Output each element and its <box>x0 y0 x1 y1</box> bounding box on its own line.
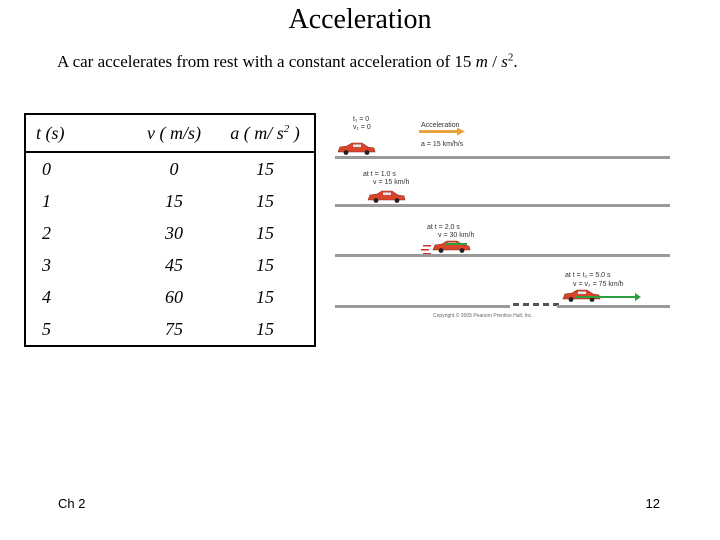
problem-period: . <box>513 52 518 71</box>
cell-acceleration: 15 <box>256 190 274 211</box>
page-number: 12 <box>645 496 660 511</box>
car-row3 <box>432 240 471 254</box>
cell-acceleration: 15 <box>256 286 274 307</box>
chapter-label: Ch 2 <box>58 496 86 511</box>
header-time: t (s) <box>25 114 132 153</box>
speed-lines-row3 <box>421 245 431 255</box>
road-row4-right <box>557 305 670 308</box>
cell-time: 2 <box>42 222 51 243</box>
row1-time-label: t₁ = 0 <box>353 116 369 123</box>
cell-time: 5 <box>42 318 51 339</box>
table-row: 2 30 15 <box>25 217 315 249</box>
row2-time-label: at t = 1.0 s <box>363 171 396 178</box>
header-acceleration-exponent: 2 <box>283 122 290 135</box>
row2-velocity-label: v = 15 km/h <box>373 179 409 186</box>
car-row1 <box>337 142 376 156</box>
problem-text: A car accelerates from rest with a const… <box>57 52 476 71</box>
row4-velocity-label: v = v₂ = 75 km/h <box>573 281 624 288</box>
table-header-row: t (s) v ( m/s) a ( m/ s2 ) <box>25 114 315 153</box>
kinematics-table: t (s) v ( m/s) a ( m/ s2 ) 0 0 15 1 15 1… <box>24 113 316 347</box>
acceleration-arrow-head <box>457 127 465 136</box>
unit-m: m <box>475 52 488 71</box>
car-row2 <box>367 190 406 204</box>
unit-separator: / <box>487 52 502 71</box>
table-row: 3 45 15 <box>25 249 315 281</box>
car-acceleration-figure: t₁ = 0 v₁ = 0 Acceleration a = 15 km/h/s… <box>335 112 670 322</box>
row3-time-label: at t = 2.0 s <box>427 224 460 231</box>
table-row: 5 75 15 <box>25 313 315 346</box>
road-row4-left <box>335 305 510 308</box>
road-row1 <box>335 156 670 159</box>
cell-time: 4 <box>42 286 51 307</box>
copyright-text: Copyright © 2005 Pearson Prentice Hall, … <box>433 312 533 319</box>
row1-velocity-label: v₁ = 0 <box>353 124 371 131</box>
cell-velocity: 45 <box>165 254 183 275</box>
header-velocity: v ( m/s) <box>132 114 216 153</box>
cell-time: 3 <box>42 254 51 275</box>
slide-title: Acceleration <box>288 4 432 35</box>
acceleration-arrow-shaft <box>419 130 457 133</box>
row3-velocity-label: v = 30 km/h <box>438 232 474 239</box>
acceleration-value: a = 15 km/h/s <box>421 141 464 148</box>
header-acceleration: a ( m/ s2 ) <box>216 114 315 153</box>
header-acceleration-text: a ( m/ s <box>230 122 284 143</box>
problem-statement: A car accelerates from rest with a const… <box>57 52 518 72</box>
cell-acceleration: 15 <box>256 254 274 275</box>
table-row: 1 15 15 <box>25 185 315 217</box>
car-row4 <box>562 289 601 303</box>
road-row3 <box>335 254 670 257</box>
cell-time: 0 <box>42 158 51 179</box>
table-row: 0 0 15 <box>25 152 315 185</box>
acceleration-label: Acceleration <box>421 122 460 129</box>
row4-time-label: at t = t₂ = 5.0 s <box>565 272 611 279</box>
velocity-arrow-row4 <box>575 296 635 298</box>
cell-velocity: 60 <box>165 286 183 307</box>
cell-velocity: 0 <box>169 158 179 179</box>
cell-time: 1 <box>42 190 51 211</box>
cell-velocity: 15 <box>165 190 183 211</box>
cell-velocity: 30 <box>165 222 183 243</box>
unit-s: s <box>501 52 508 71</box>
velocity-arrow-row3 <box>445 243 467 245</box>
car-acceleration-illustration: t₁ = 0 v₁ = 0 Acceleration a = 15 km/h/s… <box>335 116 670 319</box>
cell-velocity: 75 <box>165 318 183 339</box>
table-row: 4 60 15 <box>25 281 315 313</box>
speed-lines-row4 <box>513 303 559 306</box>
cell-acceleration: 15 <box>256 222 274 243</box>
header-acceleration-close: ) <box>289 122 300 143</box>
road-row2 <box>335 204 670 207</box>
cell-acceleration: 15 <box>256 158 274 179</box>
velocity-arrowhead-row4 <box>635 293 641 301</box>
cell-acceleration: 15 <box>256 318 274 339</box>
unit-exponent: 2 <box>507 51 514 64</box>
